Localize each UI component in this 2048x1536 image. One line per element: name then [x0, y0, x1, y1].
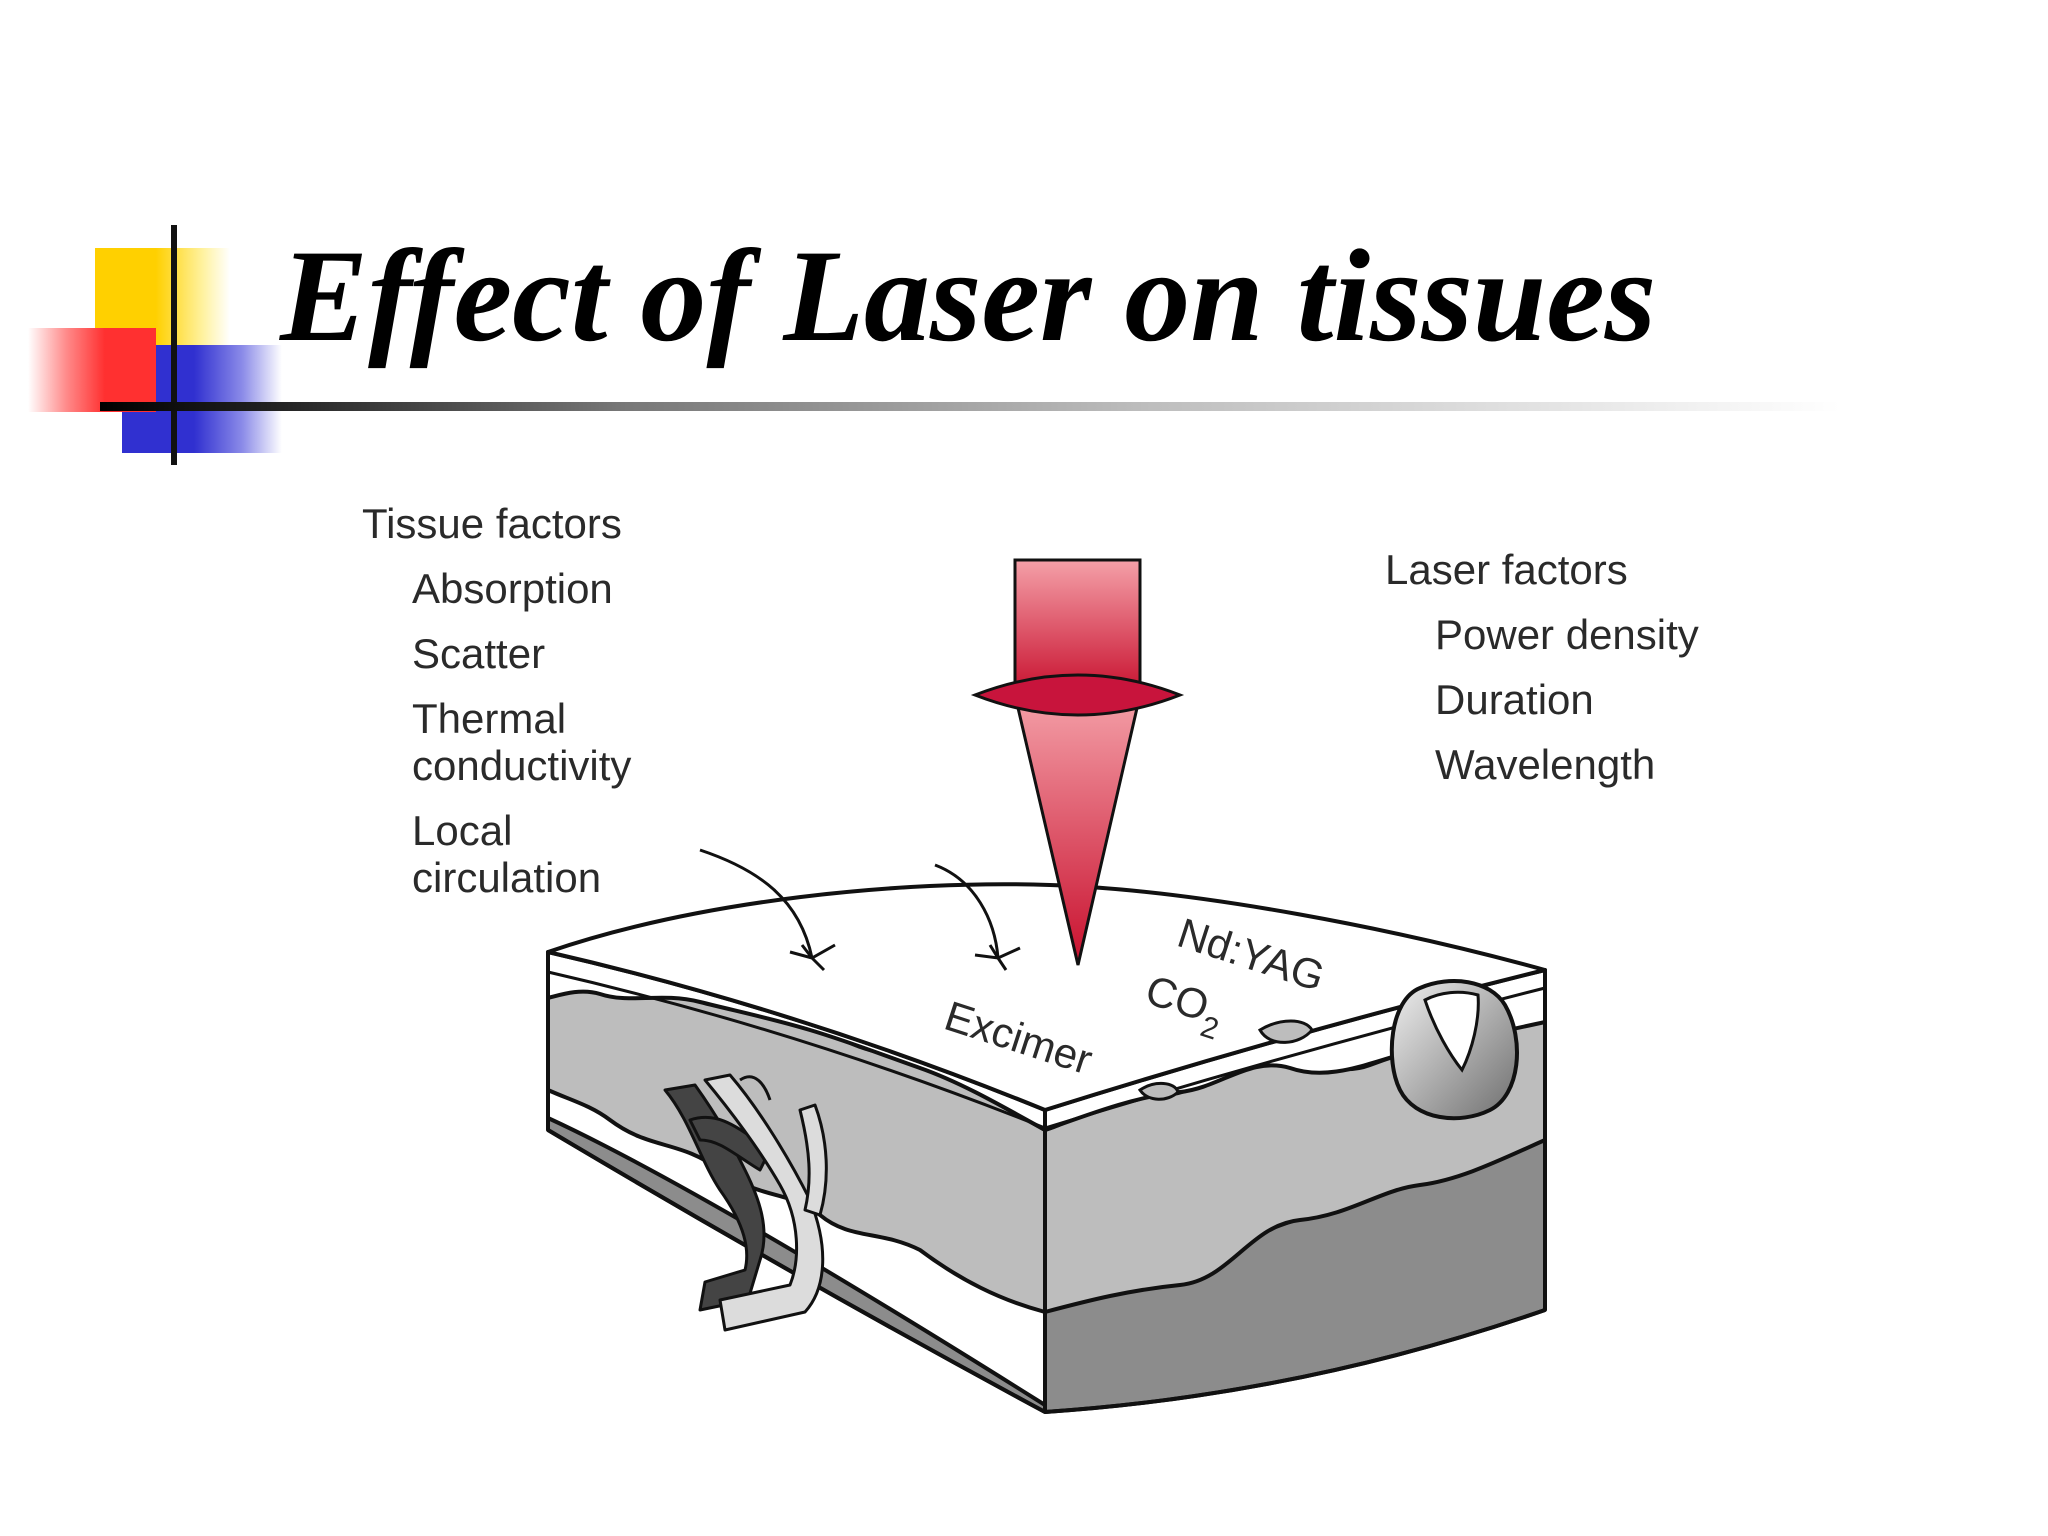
laser-factor-power-density: Power density	[1435, 611, 1699, 659]
laser-beam	[970, 558, 1185, 966]
title-underline	[100, 402, 1840, 411]
lesion-excimer-mark	[1137, 1082, 1180, 1101]
tissue-factor-thermal: Thermal	[412, 695, 567, 743]
vertical-accent-line	[171, 225, 177, 465]
laser-factors-list: Laser factors Power density Duration Wav…	[1385, 546, 1699, 806]
laser-factor-duration: Duration	[1435, 676, 1594, 724]
tissue-factor-scatter: Scatter	[412, 630, 546, 678]
tissue-factors-heading: Tissue factors	[362, 500, 622, 547]
focusing-lens	[970, 673, 1185, 717]
tissue-factor-circulation: circulation	[412, 854, 602, 902]
tissue-factor-absorption: Absorption	[412, 565, 613, 613]
tissue-factors-list: Tissue factors Absorption Scatter Therma…	[362, 500, 631, 919]
beam-column	[1013, 558, 1142, 697]
slide-title: Effect of Laser on tissues	[280, 222, 1657, 369]
red-accent-square	[28, 328, 156, 412]
blood-vessels	[663, 1073, 828, 1332]
tissue-factor-local: Local	[412, 807, 513, 855]
lesion-co2-mark	[1257, 1019, 1314, 1044]
pointer-arrows	[699, 848, 1021, 972]
laser-factor-wavelength: Wavelength	[1435, 741, 1656, 789]
tissue-factor-conductivity: conductivity	[412, 742, 632, 790]
hair-follicle	[1389, 979, 1519, 1121]
laser-factors-heading: Laser factors	[1385, 546, 1628, 593]
